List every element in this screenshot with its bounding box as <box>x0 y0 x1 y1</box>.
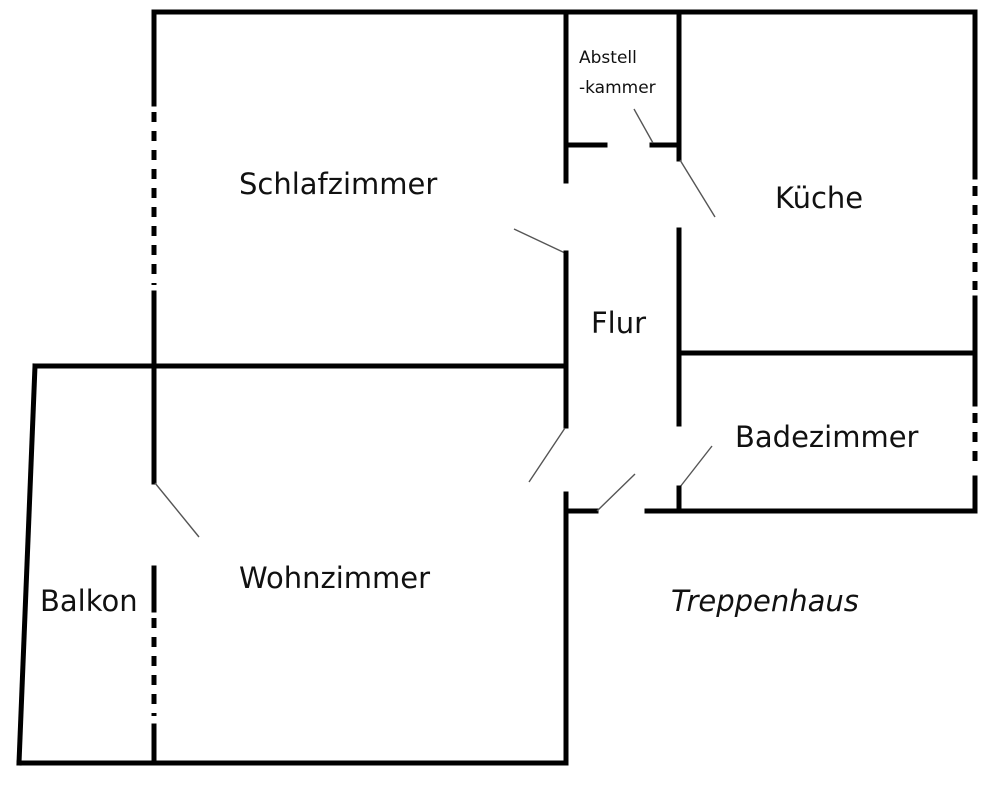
room-label-schlafzimmer: Schlafzimmer <box>239 167 438 201</box>
room-label-wohnzimmer: Wohnzimmer <box>239 561 431 595</box>
door-schlafzimmer <box>513 228 566 254</box>
room-label-flur: Flur <box>591 306 647 340</box>
door-badezimmer <box>679 445 713 488</box>
room-label-kueche: Küche <box>775 181 864 215</box>
wall-balkon-left <box>16 363 38 766</box>
room-label-abstellkammer-2: -kammer <box>579 78 656 98</box>
door-entrance <box>596 473 636 512</box>
room-label-treppenhaus: Treppenhaus <box>671 584 859 618</box>
room-label-abstellkammer-1: Abstell <box>579 48 637 68</box>
room-label-balkon: Balkon <box>40 584 138 618</box>
door-balkon <box>154 482 200 538</box>
room-label-badezimmer: Badezimmer <box>735 420 919 454</box>
door-kueche <box>679 159 716 218</box>
door-abstellkammer <box>633 108 654 144</box>
door-wohnzimmer <box>528 427 566 483</box>
